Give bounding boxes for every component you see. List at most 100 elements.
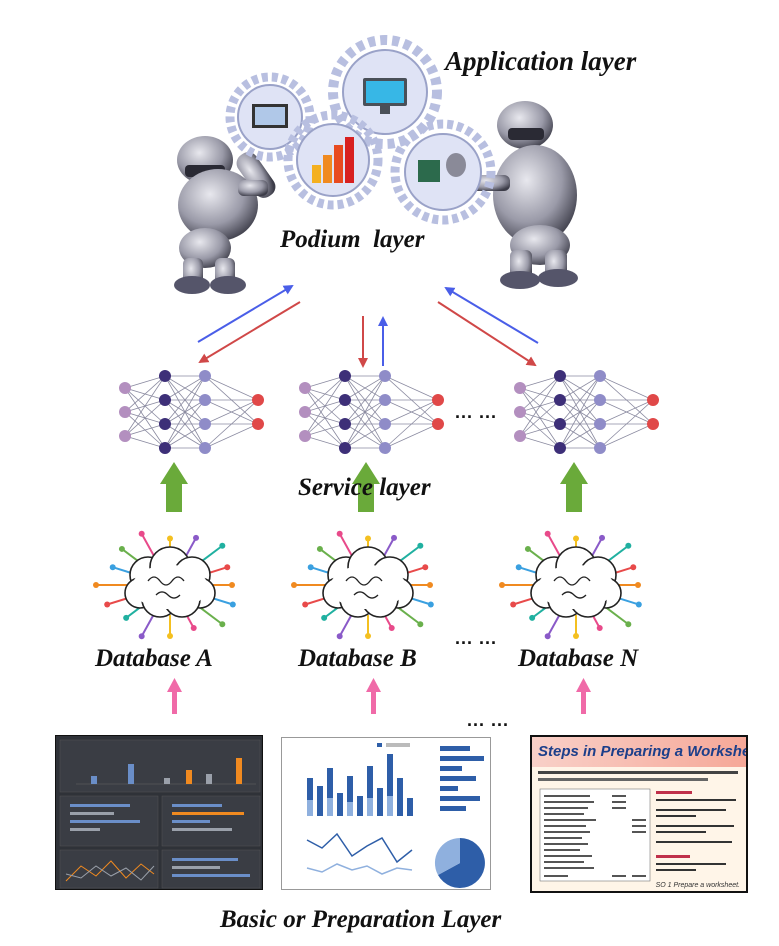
nn-node	[514, 382, 526, 394]
circuit-node	[635, 582, 641, 588]
nn-node	[379, 370, 391, 382]
circuit-node	[229, 582, 235, 588]
circuit-node	[365, 535, 371, 542]
nn-connection	[599, 399, 654, 449]
nn-connection	[344, 375, 386, 401]
downward-arrow	[437, 301, 537, 367]
nn-connection	[384, 399, 439, 449]
circuit-node	[529, 614, 536, 621]
circuit-node	[599, 534, 606, 541]
nn-connection	[519, 375, 561, 413]
data-arrow-b	[366, 678, 381, 714]
nn-node	[299, 430, 311, 442]
circuit-node	[427, 601, 434, 608]
nn-connection	[304, 375, 346, 413]
nn-connection	[304, 435, 346, 449]
nn-node	[594, 370, 606, 382]
circuit-node	[118, 545, 125, 552]
worksheet-thumbnail: Steps in Preparing a Worksheet SO 1	[530, 735, 748, 893]
nn-node	[594, 394, 606, 406]
circuit-node	[302, 601, 309, 608]
nn-connection	[304, 375, 346, 437]
nn-connection	[164, 375, 206, 425]
nn-node	[159, 442, 171, 454]
nn-node	[379, 418, 391, 430]
circuit-node	[417, 621, 424, 628]
brain-cloud-icon	[93, 530, 236, 640]
nn-connection	[124, 399, 166, 437]
nn-connection	[519, 375, 561, 389]
circuit-node	[596, 624, 603, 631]
circuit-node	[417, 542, 424, 549]
nn-node	[299, 382, 311, 394]
brain-fold	[147, 576, 185, 599]
circuit-wire	[184, 537, 197, 558]
upward-arrow	[197, 284, 294, 343]
circuit-node	[573, 633, 579, 639]
circuit-node	[625, 621, 632, 628]
bar-line-pie-chart-icon	[306, 743, 485, 888]
podium-layer-label: Podium layer	[280, 226, 425, 253]
cloud-body	[538, 565, 614, 609]
nn-connection	[124, 423, 166, 437]
nn-node	[159, 370, 171, 382]
nn-connection	[384, 423, 439, 449]
data-arrow-n	[576, 678, 591, 714]
basic-layer-label: Basic or Preparation Layer	[220, 906, 502, 933]
circuit-node	[123, 614, 130, 621]
brain-fold	[553, 576, 591, 599]
brain-cloud-icon	[291, 530, 434, 640]
nn-node	[199, 418, 211, 430]
worksheet-title: Steps in Preparing a Worksheet	[538, 743, 748, 760]
nn-node	[252, 394, 264, 406]
downward-arrow	[198, 301, 301, 364]
nn-connection	[124, 375, 166, 389]
nn-connection	[344, 399, 386, 449]
worksheet-table-icon	[538, 771, 738, 882]
nn-node	[647, 394, 659, 406]
circuit-wire	[338, 612, 354, 637]
circuit-node	[93, 582, 99, 588]
circuit-wire	[590, 537, 603, 558]
circuit-node	[510, 601, 517, 608]
circuit-wire	[546, 612, 562, 637]
ellipsis-data: ... ...	[467, 710, 510, 730]
nn-connection	[344, 423, 386, 449]
nn-connection	[384, 375, 439, 401]
circuit-node	[219, 542, 226, 549]
right-robot-icon	[470, 101, 578, 289]
dashboard-thumbnail	[55, 735, 263, 890]
nn-connection	[164, 375, 206, 401]
nn-connection	[344, 375, 386, 449]
nn-node	[554, 418, 566, 430]
nn-connection	[204, 375, 259, 401]
nn-node	[199, 370, 211, 382]
circuit-node	[104, 601, 111, 608]
nn-connection	[124, 375, 166, 413]
circuit-node	[391, 534, 398, 541]
nn-connection	[599, 423, 654, 449]
circuit-node	[544, 530, 551, 537]
left-robot-icon	[174, 136, 276, 294]
gear-icon	[390, 119, 496, 225]
nn-node	[119, 430, 131, 442]
nn-node	[159, 394, 171, 406]
nn-connection	[559, 423, 601, 449]
nn-connection	[519, 375, 561, 437]
gear-icon	[328, 35, 442, 149]
nn-node	[379, 394, 391, 406]
circuit-node	[544, 633, 551, 640]
gear-icon	[283, 110, 383, 210]
circuit-node	[336, 633, 343, 640]
circuit-node	[167, 535, 173, 542]
nn-node	[199, 442, 211, 454]
circuit-node	[190, 624, 197, 631]
neural-network-icon	[514, 370, 659, 454]
nn-connection	[519, 423, 561, 437]
nn-node	[554, 370, 566, 382]
nn-connection	[559, 375, 601, 425]
